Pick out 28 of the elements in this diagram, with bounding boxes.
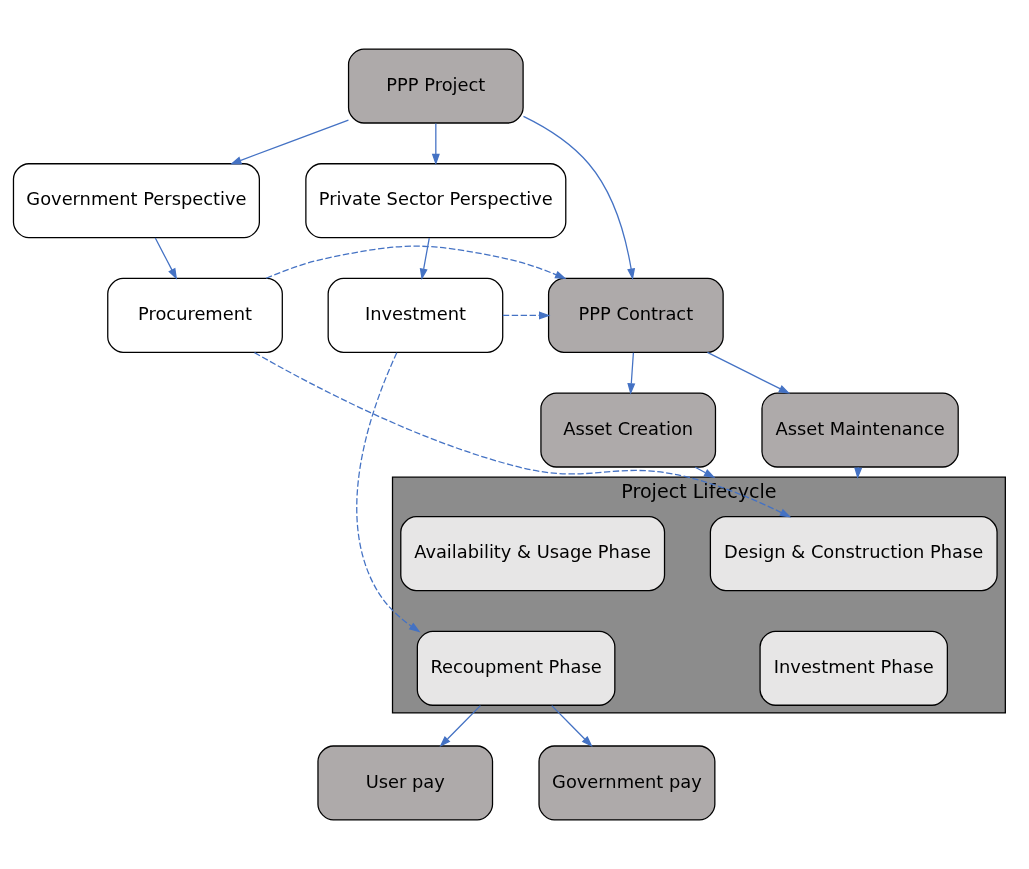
arrow <box>706 351 791 394</box>
arrow <box>522 115 636 280</box>
arrow <box>627 352 636 395</box>
arrow <box>230 119 350 165</box>
node-box: Design & Construction Phase <box>709 516 998 592</box>
node-box: Asset Creation <box>540 392 717 468</box>
arrow <box>551 705 593 747</box>
node-box: PPP Contract <box>547 277 724 353</box>
arrow <box>154 237 178 280</box>
node-box: Government Perspective <box>12 163 260 239</box>
node-box: Private Sector Perspective <box>305 163 567 239</box>
node-box: Investment Phase <box>759 630 948 706</box>
node-box: Procurement <box>107 277 283 353</box>
node-box: Government pay <box>538 745 716 821</box>
arrow <box>265 245 567 280</box>
arrow <box>419 237 430 280</box>
node-box: Recoupment Phase <box>416 630 616 706</box>
arrow <box>694 466 716 479</box>
arrow <box>439 705 482 747</box>
node-box: User pay <box>317 745 494 821</box>
node-box: Availability & Usage Phase <box>400 516 666 592</box>
arrow <box>356 352 421 633</box>
arrow <box>502 311 551 320</box>
node-box: Investment <box>327 277 504 353</box>
arrow <box>431 122 440 166</box>
arrow <box>854 466 863 480</box>
node-box: PPP Project <box>347 48 524 124</box>
arrow <box>253 352 792 518</box>
